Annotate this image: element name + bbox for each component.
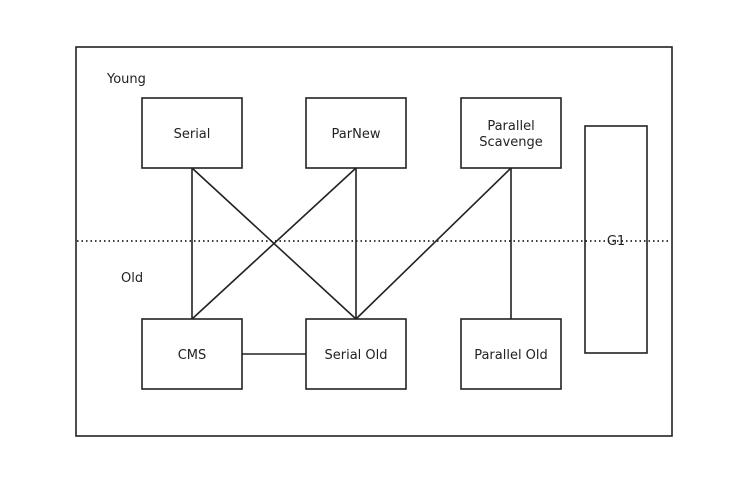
edge-parnew-cms bbox=[191, 167, 357, 320]
outer-frame bbox=[75, 46, 673, 437]
node-parallel-scavenge-label-line2: Scavenge bbox=[479, 135, 543, 150]
old-region-label: Old bbox=[121, 271, 143, 286]
node-serial-old: Serial Old bbox=[305, 318, 407, 390]
node-parnew-label: ParNew bbox=[332, 127, 381, 142]
edge-parallel-scavenge-serial-old bbox=[355, 167, 512, 320]
node-serial-box bbox=[141, 97, 243, 169]
node-serial: Serial bbox=[141, 97, 243, 169]
node-cms: CMS bbox=[141, 318, 243, 390]
node-parallel-scavenge: Parallel Scavenge bbox=[460, 97, 562, 169]
node-g1-label: G1 bbox=[607, 234, 625, 249]
node-parnew-box bbox=[305, 97, 407, 169]
node-serial-old-box bbox=[305, 318, 407, 390]
node-parallel-old-label: Parallel Old bbox=[474, 348, 548, 363]
node-g1: G1 bbox=[584, 125, 648, 354]
node-parnew: ParNew bbox=[305, 97, 407, 169]
node-parallel-old-box bbox=[460, 318, 562, 390]
node-parallel-scavenge-label-line1: Parallel bbox=[487, 119, 534, 134]
node-parallel-scavenge-box bbox=[460, 97, 562, 169]
node-parallel-old: Parallel Old bbox=[460, 318, 562, 390]
node-serial-old-label: Serial Old bbox=[324, 348, 387, 363]
node-cms-label: CMS bbox=[178, 348, 207, 363]
young-region-label: Young bbox=[106, 72, 146, 87]
node-g1-box bbox=[584, 125, 648, 354]
node-cms-box bbox=[141, 318, 243, 390]
node-serial-label: Serial bbox=[174, 127, 211, 142]
